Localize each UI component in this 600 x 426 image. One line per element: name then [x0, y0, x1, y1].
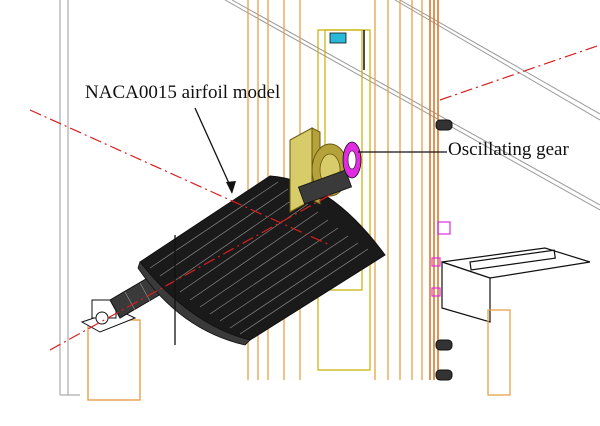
magenta-blocks	[431, 221, 451, 297]
right-bolts	[435, 119, 453, 381]
centerlines	[29, 44, 600, 351]
airfoil-arrow-head	[226, 181, 236, 194]
background-frame	[59, 0, 600, 396]
airfoil-ribs	[149, 181, 369, 335]
oscillating-gear-label: Oscillating gear	[448, 139, 569, 160]
bracket-arm	[441, 247, 591, 323]
airfoil-model-label: NACA0015 airfoil model	[85, 82, 281, 103]
main-column	[429, 0, 439, 380]
left-support	[80, 299, 141, 401]
cyan-marker	[329, 32, 347, 44]
oscillating-gear-assembly	[289, 127, 362, 213]
bracket-posts	[487, 309, 511, 396]
leader-lines	[174, 107, 447, 345]
